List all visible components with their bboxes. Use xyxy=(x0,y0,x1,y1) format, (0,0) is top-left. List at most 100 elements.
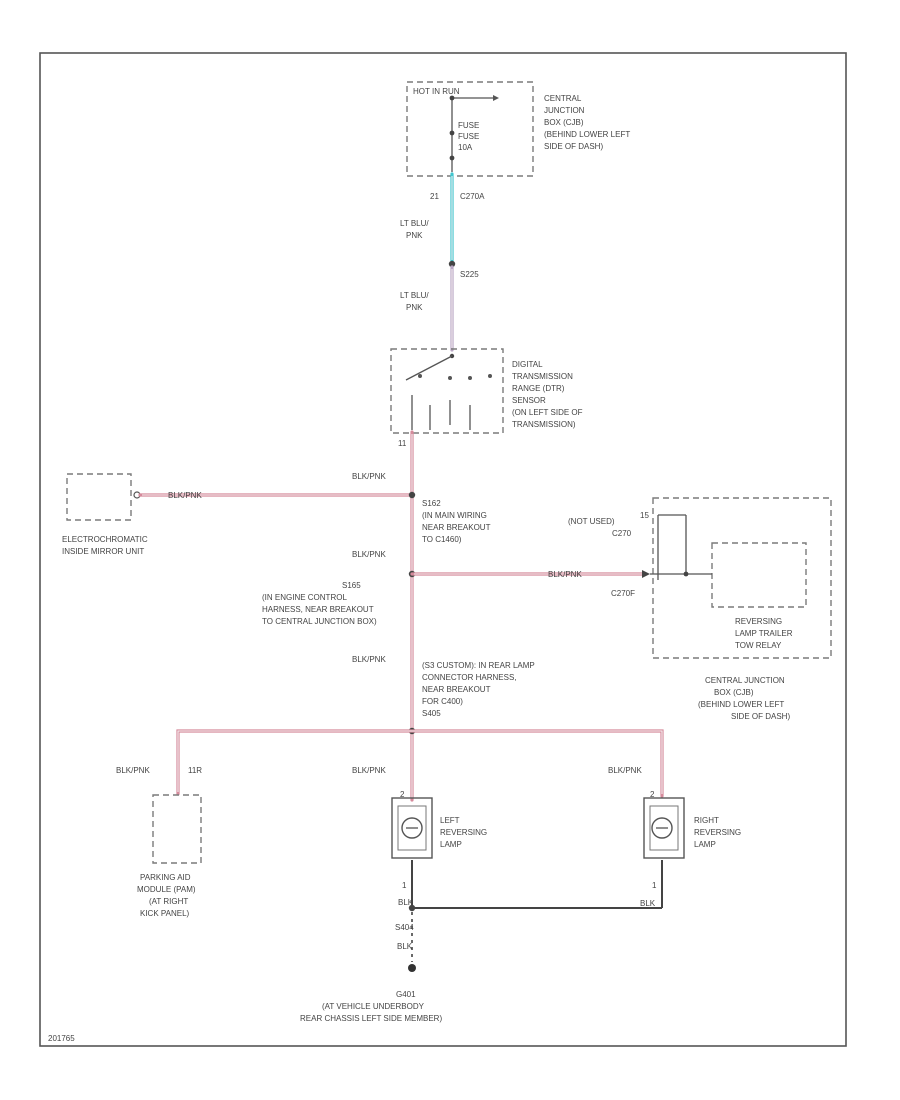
right-cjb-node-icon xyxy=(683,571,689,577)
splice-s165-label: HARNESS, NEAR BREAKOUT xyxy=(262,605,374,614)
right-lamp-desc: RIGHT xyxy=(694,816,719,825)
ground-wire-bottom-label: BLK xyxy=(397,942,413,951)
right-cjb-pin-top: 15 xyxy=(640,511,649,520)
wire-lt-blu-pnk-label: LT BLU/ xyxy=(400,219,429,228)
right-cjb-desc: (BEHIND LOWER LEFT xyxy=(698,700,784,709)
relay-label: LAMP TRAILER xyxy=(735,629,793,638)
right-lamp-housing xyxy=(643,797,685,859)
wire-blk-pnk-2-label: BLK/PNK xyxy=(352,550,386,559)
relay-label: REVERSING xyxy=(735,617,782,626)
dtr-desc: (ON LEFT SIDE OF xyxy=(512,408,583,417)
park-aid-desc: PARKING AID xyxy=(140,873,191,882)
splice-s162-label: TO C1460) xyxy=(422,535,462,544)
right-cjb-hot-label: (NOT USED) xyxy=(568,517,615,526)
top-cjb-desc: (BEHIND LOWER LEFT xyxy=(544,130,630,139)
top-cjb-fuse-name: FUSE xyxy=(458,121,479,130)
right-cjb-wire-label: BLK/PNK xyxy=(548,570,582,579)
top-cjb-node-icon xyxy=(449,95,455,101)
ground-point-icon xyxy=(408,964,416,972)
mirror-desc: INSIDE MIRROR UNIT xyxy=(62,547,144,556)
left-lamp-pin-bottom: 1 xyxy=(402,881,407,890)
wire-lt-blu-pnk-2-label: PNK xyxy=(406,303,423,312)
wire-blk-pnk-1-label: BLK/PNK xyxy=(352,472,386,481)
diagram-id: 201765 xyxy=(48,1034,75,1043)
wire-lamp-distribution xyxy=(176,729,664,798)
top-cjb-fuse-name: FUSE xyxy=(458,132,479,141)
top-cjb-outline xyxy=(406,81,534,177)
dtr-contact-icon xyxy=(488,374,492,378)
dtr-desc: RANGE (DTR) xyxy=(512,384,565,393)
ground-wire-right-label: BLK xyxy=(640,899,656,908)
dtr-switch-arm xyxy=(405,355,453,381)
ground-desc: (AT VEHICLE UNDERBODY xyxy=(322,1002,425,1011)
top-cjb-fuse-rating: 10A xyxy=(458,143,473,152)
right-cjb-hot-label: C270 xyxy=(612,529,632,538)
splice-s201-label: NEAR BREAKOUT xyxy=(422,685,491,694)
top-cjb-node-icon xyxy=(449,155,455,161)
right-lamp-pin-top: 2 xyxy=(650,790,655,799)
mirror-outline xyxy=(66,473,132,521)
dtr-pin: 11 xyxy=(398,439,407,448)
splice-s165-label: (IN ENGINE CONTROL xyxy=(262,593,347,602)
right-cjb-desc: SIDE OF DASH) xyxy=(731,712,790,721)
splice-s162-label: (IN MAIN WIRING xyxy=(422,511,487,520)
left-lamp-desc: LAMP xyxy=(440,840,462,849)
mirror-desc: ELECTROCHROMATIC xyxy=(62,535,148,544)
top-cjb-desc: BOX (CJB) xyxy=(544,118,584,127)
splice-s165-label: TO CENTRAL JUNCTION BOX) xyxy=(262,617,377,626)
splice-s404-icon xyxy=(408,904,416,912)
top-cjb-desc: CENTRAL xyxy=(544,94,582,103)
splice-s201-label: CONNECTOR HARNESS, xyxy=(422,673,517,682)
left-lamp-bulb-icon xyxy=(401,817,423,839)
dtr-contact-icon xyxy=(468,376,472,380)
cjb-connector-arrow-icon xyxy=(642,570,650,578)
top-cjb-desc: JUNCTION xyxy=(544,106,585,115)
mirror-wire-label: BLK/PNK xyxy=(168,491,202,500)
splice-s165-label: S165 xyxy=(342,581,361,590)
ground-desc: REAR CHASSIS LEFT SIDE MEMBER) xyxy=(300,1014,442,1023)
park-aid-desc: KICK PANEL) xyxy=(140,909,190,918)
ground-name: G401 xyxy=(396,990,416,999)
top-cjb-node-icon xyxy=(449,130,455,136)
right-lamp-wire-label: BLK/PNK xyxy=(608,766,642,775)
right-cjb-desc: CENTRAL JUNCTION xyxy=(705,676,785,685)
splice-s201-label: S405 xyxy=(422,709,441,718)
right-lamp-pin-bottom: 1 xyxy=(652,881,657,890)
dtr-contact-icon xyxy=(418,374,422,378)
splice-s162-label: S162 xyxy=(422,499,441,508)
top-cjb-desc: SIDE OF DASH) xyxy=(544,142,603,151)
left-lamp-housing xyxy=(391,797,433,859)
left-lamp-desc: LEFT xyxy=(440,816,460,825)
right-lamp-bulb-icon xyxy=(651,817,673,839)
park-aid-outline xyxy=(152,794,202,864)
top-cjb-connector: C270A xyxy=(460,192,485,201)
top-cjb-hot-label: HOT IN RUN xyxy=(413,87,460,96)
wire-lt-blu-pnk-2-label: LT BLU/ xyxy=(400,291,429,300)
wire-lt-blu-pnk-label: PNK xyxy=(406,231,423,240)
left-lamp-wire-label: BLK/PNK xyxy=(352,766,386,775)
park-aid-desc: MODULE (PAM) xyxy=(137,885,196,894)
splice-s201-label: (S3 CUSTOM): IN REAR LAMP xyxy=(422,661,535,670)
dtr-sensor-outline xyxy=(390,348,504,434)
splice-s225-label: S225 xyxy=(460,270,479,279)
relay-label: TOW RELAY xyxy=(735,641,782,650)
right-cjb-connector: C270F xyxy=(611,589,635,598)
dtr-desc: SENSOR xyxy=(512,396,546,405)
top-cjb-pin: 21 xyxy=(430,192,439,201)
park-aid-wire-label: BLK/PNK xyxy=(116,766,150,775)
ground-splice-label: S404 xyxy=(395,923,414,932)
park-aid-pin: 11R xyxy=(188,766,202,775)
ground-wire-top-label: BLK xyxy=(398,898,414,907)
right-lamp-desc: REVERSING xyxy=(694,828,741,837)
wire-blk-pnk-3-label: BLK/PNK xyxy=(352,655,386,664)
right-cjb-desc: BOX (CJB) xyxy=(714,688,754,697)
left-lamp-desc: REVERSING xyxy=(440,828,487,837)
park-aid-desc: (AT RIGHT xyxy=(149,897,188,906)
splice-s201-label: FOR C400) xyxy=(422,697,463,706)
dtr-desc: TRANSMISSION xyxy=(512,372,573,381)
right-cjb-outline xyxy=(652,497,832,659)
splice-s225-icon xyxy=(448,260,456,268)
dtr-contact-icon xyxy=(448,376,452,380)
dtr-desc: TRANSMISSION) xyxy=(512,420,576,429)
